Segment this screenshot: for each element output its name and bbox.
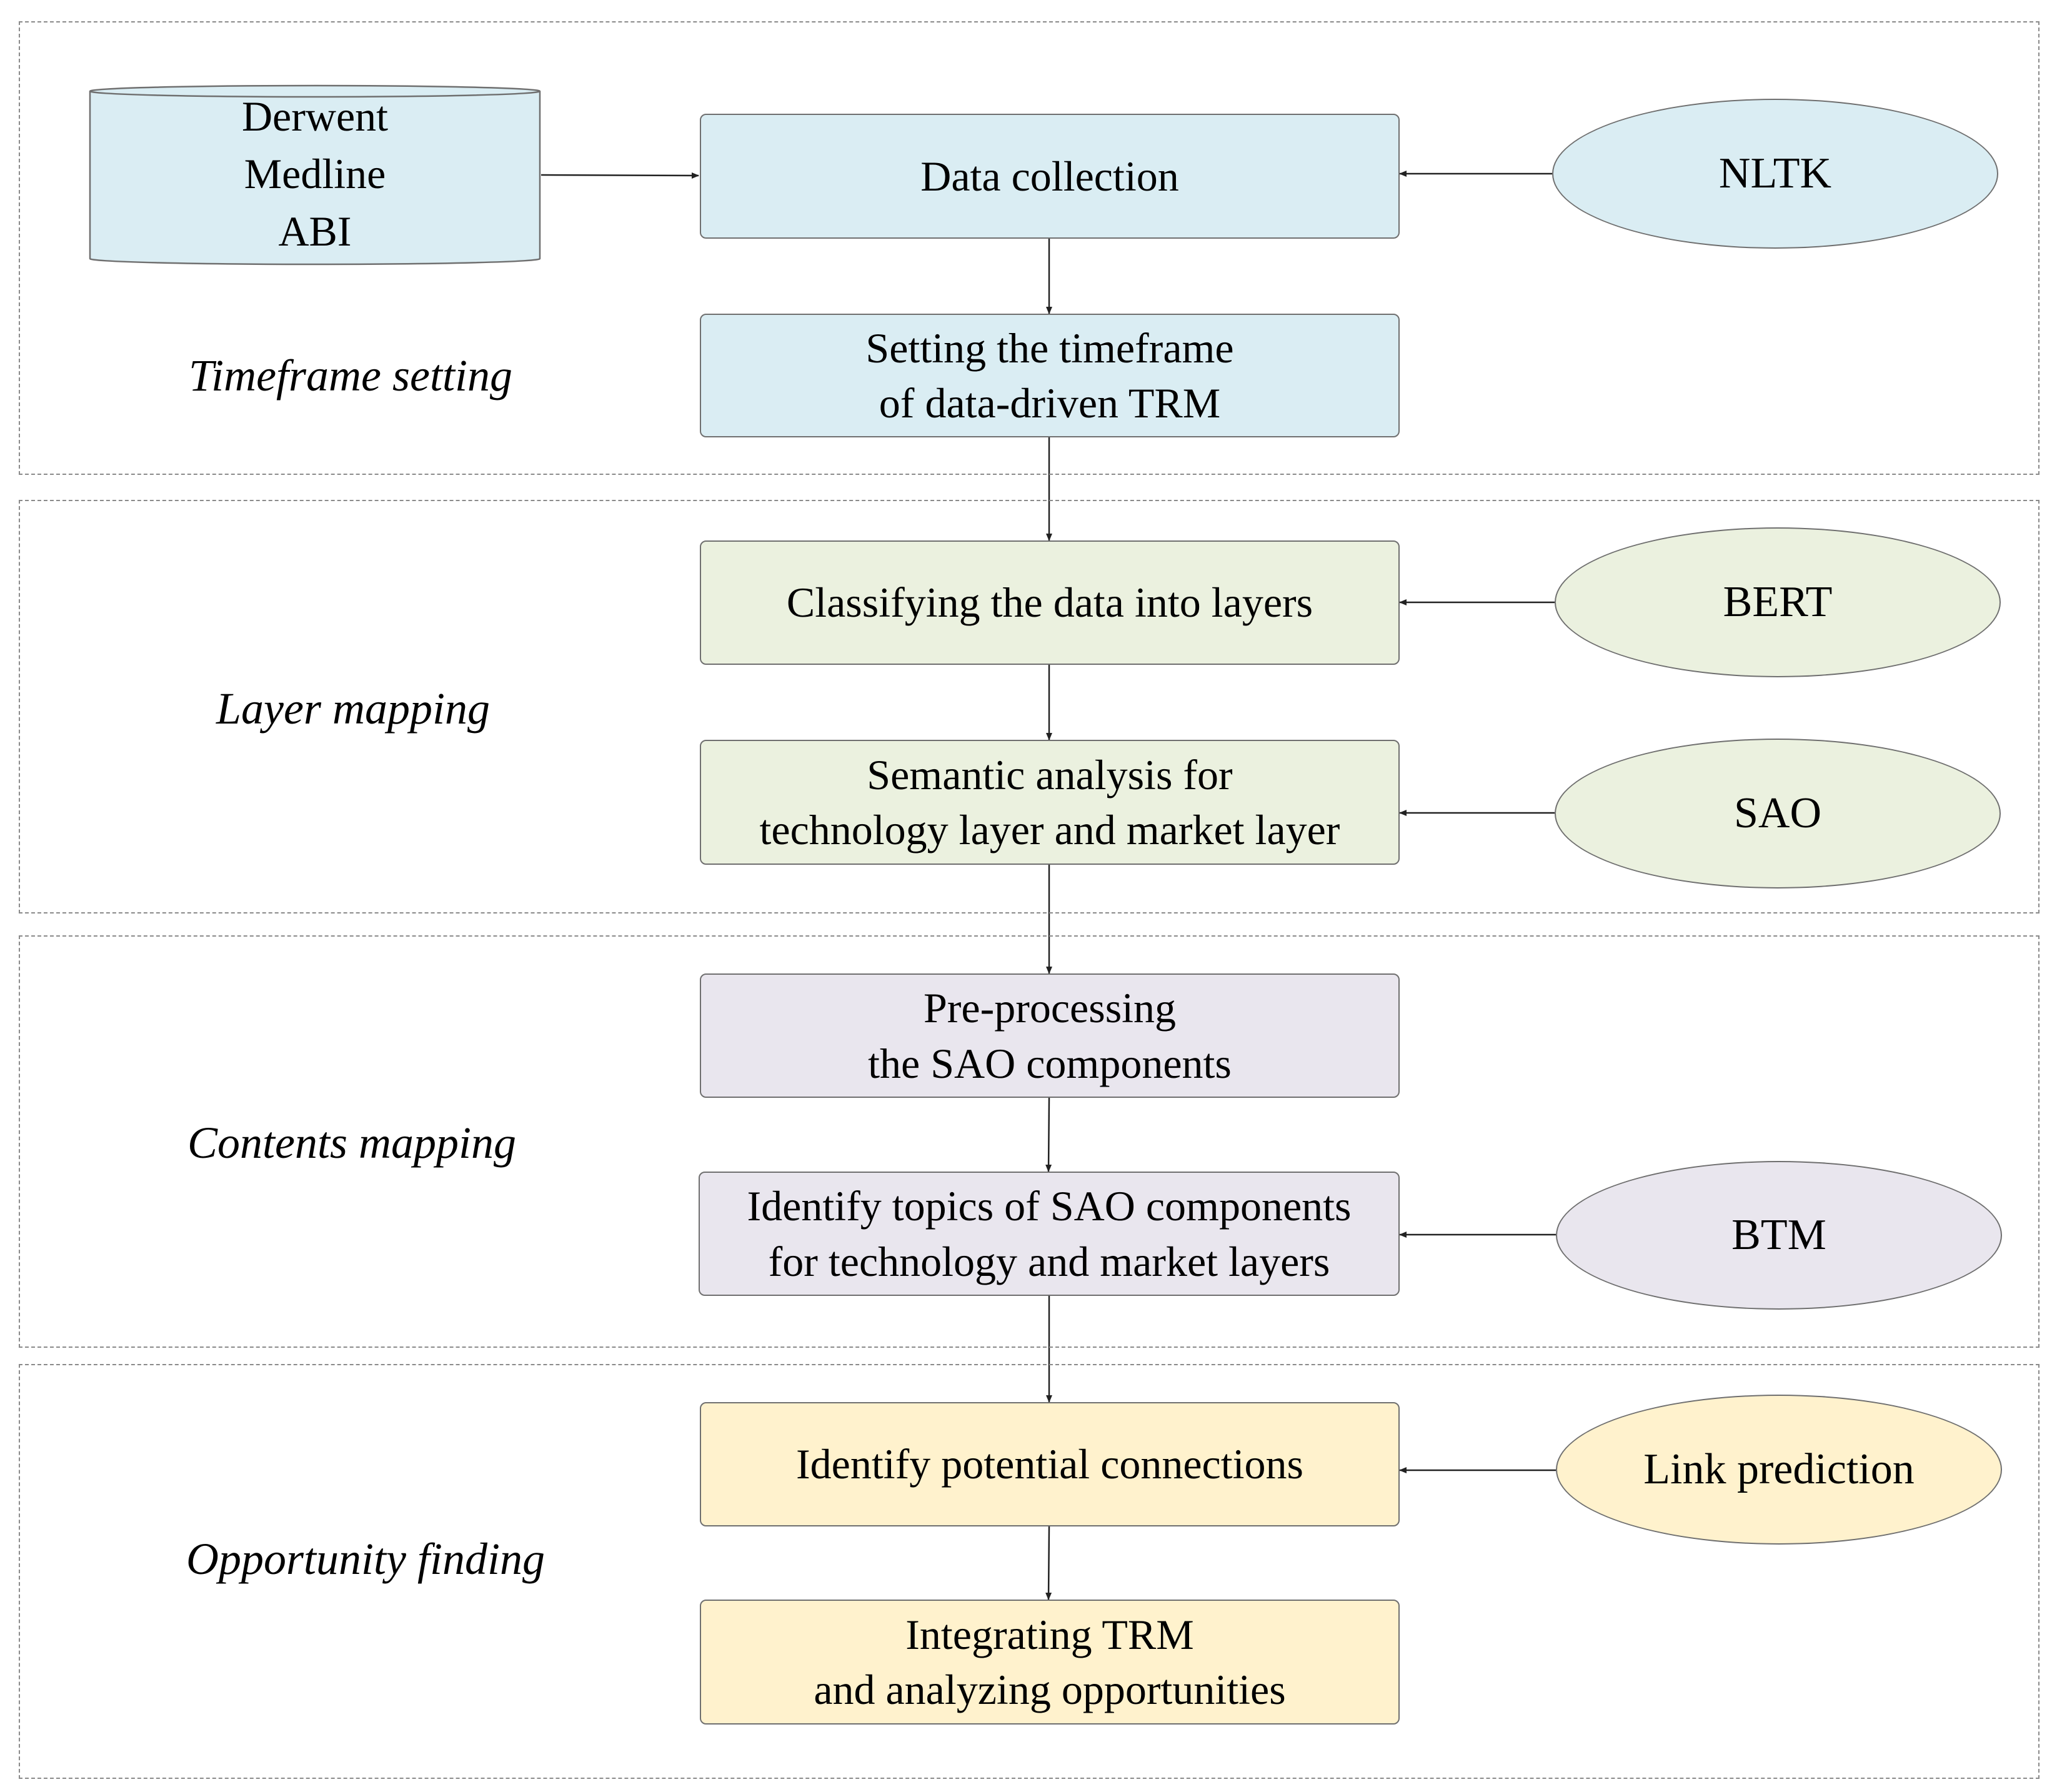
database-source-abi: ABI (278, 207, 352, 255)
tool-link-prediction: Link prediction (1556, 1395, 2002, 1545)
tool-bert: BERT (1555, 527, 2001, 677)
step-text: and analyzing opportunities (814, 1666, 1286, 1713)
stage-label-layer-mapping: Layer mapping (216, 684, 490, 734)
section-contents-mapping (19, 935, 2040, 1348)
step-text: Semantic analysis for (867, 750, 1233, 799)
step-identify-connections: Identify potential connections (700, 1402, 1400, 1526)
database-sources: Derwent Medline ABI (90, 88, 540, 260)
step-text: technology layer and market layer (759, 806, 1340, 854)
section-timeframe-setting (19, 21, 2040, 475)
step-text: the SAO components (868, 1039, 1232, 1087)
step-text: Classifying the data into layers (786, 579, 1313, 627)
step-text: Identify topics of SAO components (747, 1182, 1352, 1230)
arrow-flow-5 (1045, 1097, 1052, 1172)
step-text: Integrating TRM (905, 1610, 1194, 1658)
step-semantic-analysis: Semantic analysis for technology layer a… (700, 740, 1400, 865)
step-integrating-trm: Integrating TRM and analyzing opportunit… (700, 1600, 1400, 1725)
database-source-derwent: Derwent (241, 92, 389, 140)
step-text: Identify potential connections (796, 1440, 1303, 1488)
arrow-flow-7 (1045, 1526, 1052, 1600)
stage-label-contents-mapping: Contents mapping (187, 1118, 517, 1168)
database-source-medline: Medline (244, 149, 386, 197)
section-layer-mapping (19, 500, 2040, 913)
step-text: Setting the timeframe (865, 324, 1234, 372)
stage-label-opportunity-finding: Opportunity finding (186, 1534, 545, 1584)
section-opportunity-finding (19, 1364, 2040, 1779)
step-classifying-layers: Classifying the data into layers (700, 540, 1400, 665)
step-text: Data collection (920, 152, 1179, 200)
step-setting-timeframe: Setting the timeframe of data-driven TRM (700, 314, 1400, 437)
step-data-collection: Data collection (700, 114, 1400, 239)
database-cylinder (89, 84, 541, 266)
step-text: of data-driven TRM (879, 379, 1221, 427)
step-text: Pre-processing (923, 984, 1177, 1032)
tool-btm: BTM (1556, 1161, 2002, 1310)
stage-label-timeframe-setting: Timeframe setting (189, 351, 512, 401)
step-identify-topics: Identify topics of SAO components for te… (699, 1172, 1400, 1296)
tool-sao: SAO (1555, 739, 2001, 889)
arrow-database-to-data-collection (540, 172, 699, 179)
step-preprocessing-sao: Pre-processing the SAO components (700, 973, 1400, 1098)
step-text: for technology and market layers (768, 1237, 1330, 1285)
tool-nltk: NLTK (1552, 99, 1998, 249)
